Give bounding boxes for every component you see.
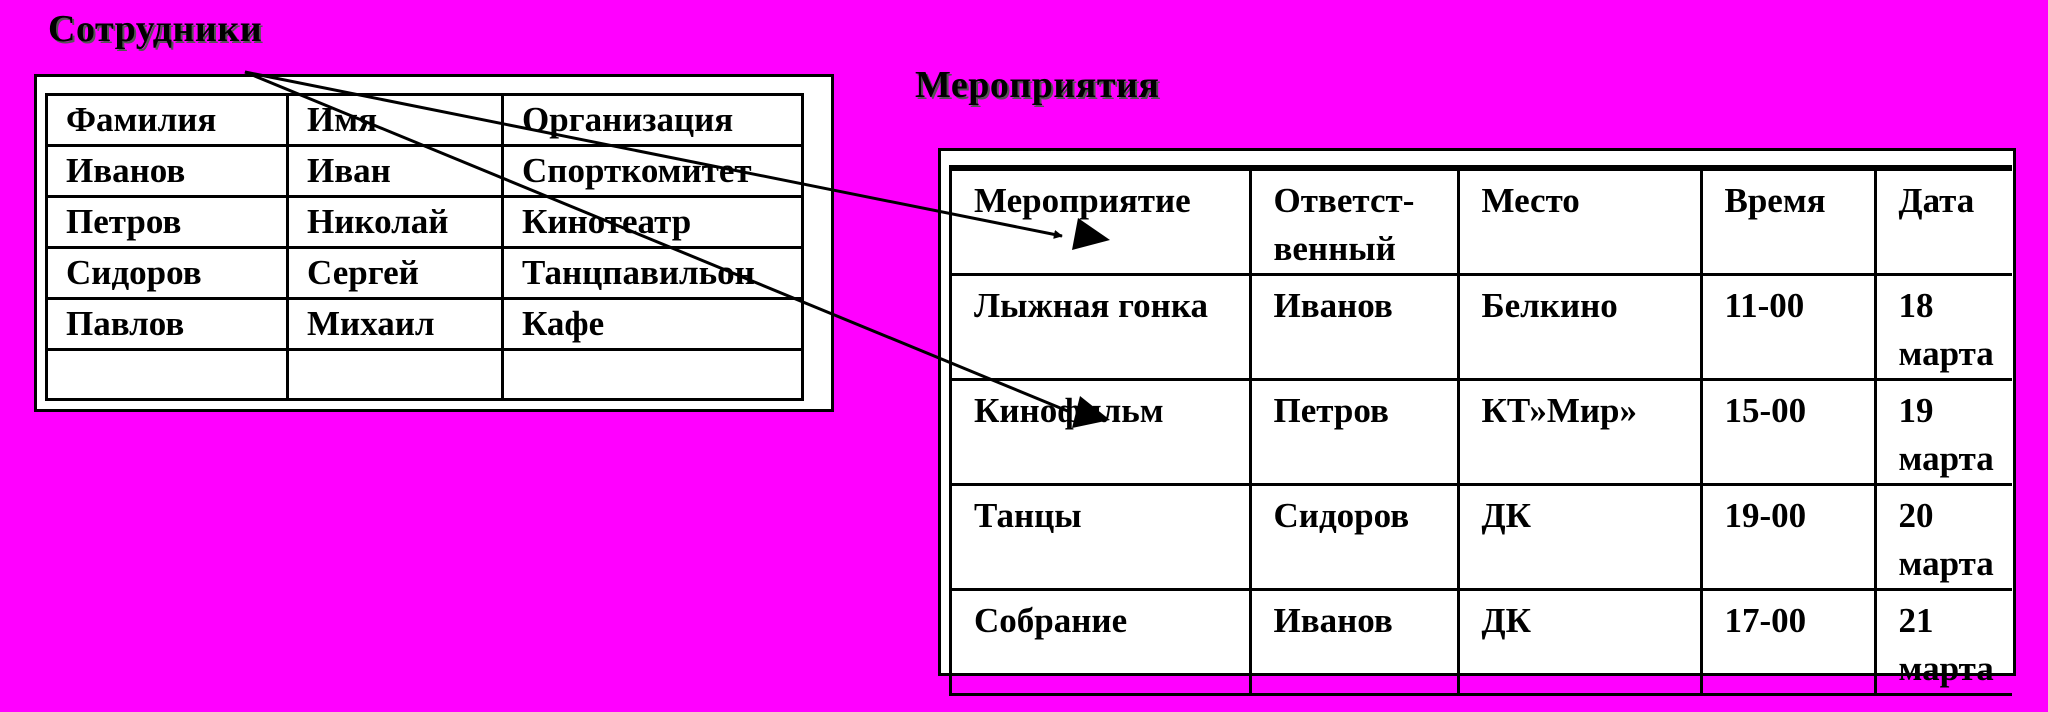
table-cell: 18 марта: [1873, 273, 2012, 381]
table-header-row: Фамилия Имя Организация: [45, 93, 804, 147]
table-cell: 15-00: [1699, 378, 1877, 486]
column-header: Время: [1699, 169, 1877, 276]
table-cell: Иванов: [45, 144, 289, 198]
events-title: Мероприятия: [915, 64, 1160, 106]
table-cell: Николай: [286, 195, 504, 249]
table-cell: Иванов: [1248, 588, 1460, 693]
table-cell: КТ»Мир»: [1456, 378, 1703, 486]
table-cell: Михаил: [286, 297, 504, 351]
table-cell: [501, 348, 804, 401]
table-cell: Танцы: [952, 483, 1252, 591]
table-cell: Петров: [1248, 378, 1460, 486]
arrowhead-icon: [1072, 396, 1110, 428]
column-header: Фамилия: [45, 93, 289, 147]
table-cell: Петров: [45, 195, 289, 249]
table-cell: 19 марта: [1873, 378, 2012, 486]
table-cell: Кинофильм: [952, 378, 1252, 486]
table-cell: Кафе: [501, 297, 804, 351]
table-cell: Белкино: [1456, 273, 1703, 381]
table-cell: [286, 348, 504, 401]
table-cell: 17-00: [1699, 588, 1877, 693]
column-header: Ответст- венный: [1248, 169, 1460, 276]
table-cell: Иванов: [1248, 273, 1460, 381]
table-cell: 19-00: [1699, 483, 1877, 591]
table-cell: Иван: [286, 144, 504, 198]
employees-title: Сотрудники: [48, 8, 263, 50]
arrow-to-events-header: [244, 70, 1063, 239]
table-cell: Собрание: [952, 588, 1252, 693]
arrowhead-icon: [1072, 218, 1110, 250]
table-cell: Сидоров: [45, 246, 289, 300]
table-cell: Лыжная гонка: [952, 273, 1252, 381]
table-cell: Сергей: [286, 246, 504, 300]
table-cell: ДК: [1456, 588, 1703, 693]
table-row: Лыжная гонка Иванов Белкино 11-00 18 мар…: [952, 273, 2012, 381]
events-table-wrap: Мероприятие Ответст- венный Место Время …: [949, 165, 2012, 696]
table-cell: 11-00: [1699, 273, 1877, 381]
column-header: Организация: [501, 93, 804, 147]
table-cell: ДК: [1456, 483, 1703, 591]
table-row: Кинофильм Петров КТ»Мир» 15-00 19 марта: [952, 378, 2012, 486]
table-cell: Танцпавильон: [501, 246, 804, 300]
employees-table-frame: Фамилия Имя Организация Иванов Иван Спор…: [34, 74, 834, 412]
table-row: Павлов Михаил Кафе: [45, 297, 804, 351]
events-table-frame: Мероприятие Ответст- венный Место Время …: [938, 148, 2016, 696]
table-row: [45, 348, 804, 401]
table-cell: [45, 348, 289, 401]
column-header: Место: [1456, 169, 1703, 276]
column-header: Дата: [1873, 169, 2012, 276]
employees-table: Фамилия Имя Организация Иванов Иван Спор…: [45, 93, 804, 401]
table-cell: Павлов: [45, 297, 289, 351]
table-header-row: Мероприятие Ответст- венный Место Время …: [952, 169, 2012, 276]
events-table: Мероприятие Ответст- венный Место Время …: [952, 168, 2012, 693]
table-row: Сидоров Сергей Танцпавильон: [45, 246, 804, 300]
arrow-to-events-row: [244, 70, 1071, 414]
table-cell: 21 марта: [1873, 588, 2012, 693]
table-cell: 20 марта: [1873, 483, 2012, 591]
table-cell: Сидоров: [1248, 483, 1460, 591]
table-row: Собрание Иванов ДК 17-00 21 марта: [952, 588, 2012, 693]
table-row: Танцы Сидоров ДК 19-00 20 марта: [952, 483, 2012, 591]
